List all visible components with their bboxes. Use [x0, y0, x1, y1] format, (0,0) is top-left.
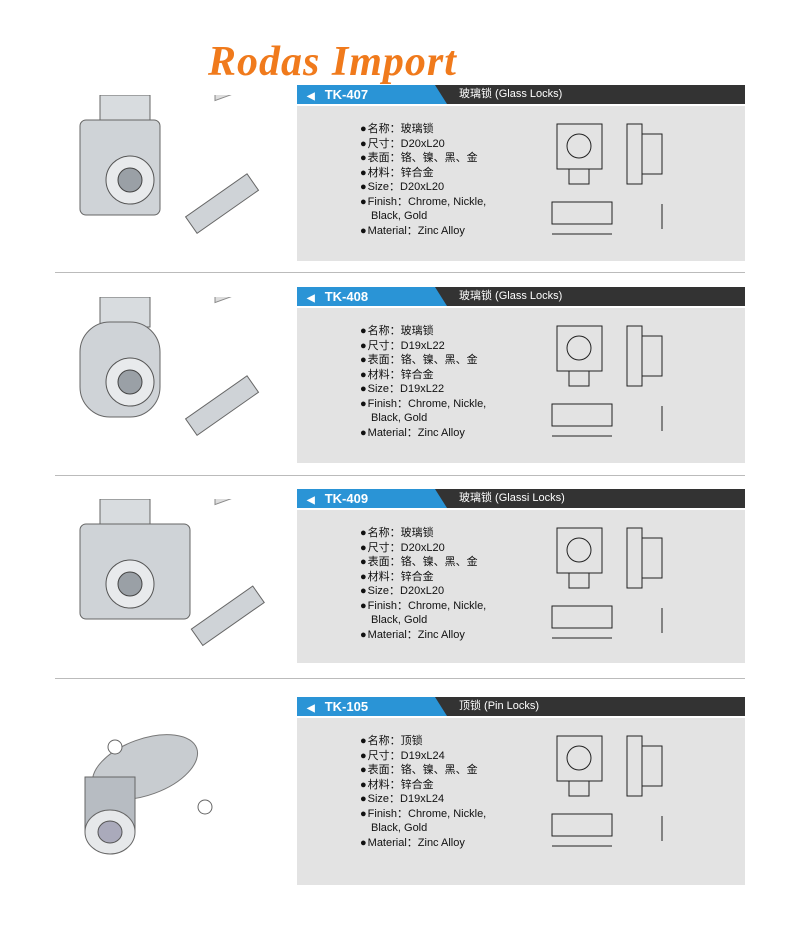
- product-header: ◀ TK-408 玻璃锁 (Glass Locks): [297, 287, 745, 306]
- spec-panel: 名称：顶锁尺寸：D19xL24表面：铬、镍、黑、金材料：锌合金Size：D19x…: [297, 718, 745, 885]
- divider: [55, 475, 745, 476]
- spec-item: Material：Zinc Alloy: [360, 224, 486, 239]
- spec-item: Finish：Chrome, Nickle,: [360, 195, 487, 210]
- spec-item: Size：D20xL20: [360, 180, 486, 195]
- arrow-left-icon: ◀: [307, 293, 315, 304]
- product-header: ◀ TK-105 顶锁 (Pin Locks): [297, 697, 745, 716]
- spec-item: Size：D19xL22: [360, 382, 486, 397]
- spec-item: 尺寸：D19xL22: [360, 339, 486, 354]
- divider: [55, 678, 745, 679]
- spec-panel: 名称：玻璃锁尺寸：D20xL20表面：铬、镍、黑、金材料：锌合金Size：D20…: [297, 510, 745, 663]
- product-code-tab: ◀ TK-105: [297, 697, 447, 716]
- spec-item: 表面：铬、镍、黑、金: [360, 555, 486, 570]
- technical-drawing: [537, 518, 707, 653]
- product-header: ◀ TK-409 玻璃锁 (Glassi Locks): [297, 489, 745, 508]
- spec-item: Black, Gold: [371, 614, 428, 626]
- spec-item: 尺寸：D20xL20: [360, 137, 486, 152]
- product-title: 玻璃锁 (Glassi Locks): [459, 492, 565, 504]
- spec-item: 表面：铬、镍、黑、金: [360, 151, 486, 166]
- product-code-tab: ◀ TK-407: [297, 85, 447, 104]
- divider: [55, 272, 745, 273]
- spec-list: 名称：玻璃锁尺寸：D20xL20表面：铬、镍、黑、金材料：锌合金Size：D20…: [360, 526, 487, 643]
- product-title: 玻璃锁 (Glass Locks): [459, 88, 563, 100]
- spec-item: Material：Zinc Alloy: [360, 628, 486, 643]
- spec-item: Finish：Chrome, Nickle,: [360, 599, 487, 614]
- spec-item: 表面：铬、镍、黑、金: [360, 763, 486, 778]
- technical-drawing: [537, 316, 707, 451]
- product-photo: [60, 472, 270, 664]
- product-code: TK-407: [324, 87, 369, 102]
- product-title: 玻璃锁 (Glass Locks): [459, 290, 563, 302]
- product-code-tab: ◀ TK-409: [297, 489, 447, 508]
- spec-item: 表面：铬、镍、黑、金: [360, 353, 486, 368]
- spec-item: Size：D19xL24: [360, 792, 486, 807]
- spec-item: 尺寸：D20xL20: [360, 541, 486, 556]
- technical-drawing: [537, 114, 707, 249]
- spec-item: Black, Gold: [371, 210, 428, 222]
- spec-item: 名称：顶锁: [360, 734, 486, 749]
- product-photo: [60, 270, 270, 462]
- technical-drawing: [537, 726, 707, 861]
- spec-item: 材料：锌合金: [360, 166, 486, 181]
- product-title: 顶锁 (Pin Locks): [459, 700, 540, 712]
- product-photo: [60, 68, 270, 260]
- spec-item: Black, Gold: [371, 412, 428, 424]
- spec-panel: 名称：玻璃锁尺寸：D19xL22表面：铬、镍、黑、金材料：锌合金Size：D19…: [297, 308, 745, 463]
- spec-list: 名称：玻璃锁尺寸：D19xL22表面：铬、镍、黑、金材料：锌合金Size：D19…: [360, 324, 487, 441]
- spec-item: 名称：玻璃锁: [360, 122, 486, 137]
- spec-item: Material：Zinc Alloy: [360, 836, 486, 851]
- spec-item: Black, Gold: [371, 822, 428, 834]
- product-code-tab: ◀ TK-408: [297, 287, 447, 306]
- arrow-left-icon: ◀: [307, 495, 315, 506]
- arrow-left-icon: ◀: [307, 91, 315, 102]
- spec-item: 材料：锌合金: [360, 570, 486, 585]
- spec-item: Material：Zinc Alloy: [360, 426, 486, 441]
- spec-list: 名称：玻璃锁尺寸：D20xL20表面：铬、镍、黑、金材料：锌合金Size：D20…: [360, 122, 487, 239]
- spec-list: 名称：顶锁尺寸：D19xL24表面：铬、镍、黑、金材料：锌合金Size：D19x…: [360, 734, 487, 851]
- spec-item: 名称：玻璃锁: [360, 526, 486, 541]
- product-header: ◀ TK-407 玻璃锁 (Glass Locks): [297, 85, 745, 104]
- product-code: TK-105: [324, 699, 369, 714]
- arrow-left-icon: ◀: [307, 703, 315, 714]
- product-photo: [60, 707, 260, 862]
- logo: Rodas Import: [208, 39, 457, 85]
- spec-panel: 名称：玻璃锁尺寸：D20xL20表面：铬、镍、黑、金材料：锌合金Size：D20…: [297, 106, 745, 261]
- spec-item: Finish：Chrome, Nickle,: [360, 397, 487, 412]
- spec-item: Finish：Chrome, Nickle,: [360, 807, 487, 822]
- spec-item: Size：D20xL20: [360, 584, 486, 599]
- spec-item: 尺寸：D19xL24: [360, 749, 486, 764]
- spec-item: 材料：锌合金: [360, 368, 486, 383]
- spec-item: 材料：锌合金: [360, 778, 486, 793]
- product-code: TK-408: [324, 289, 369, 304]
- product-code: TK-409: [324, 491, 369, 506]
- spec-item: 名称：玻璃锁: [360, 324, 486, 339]
